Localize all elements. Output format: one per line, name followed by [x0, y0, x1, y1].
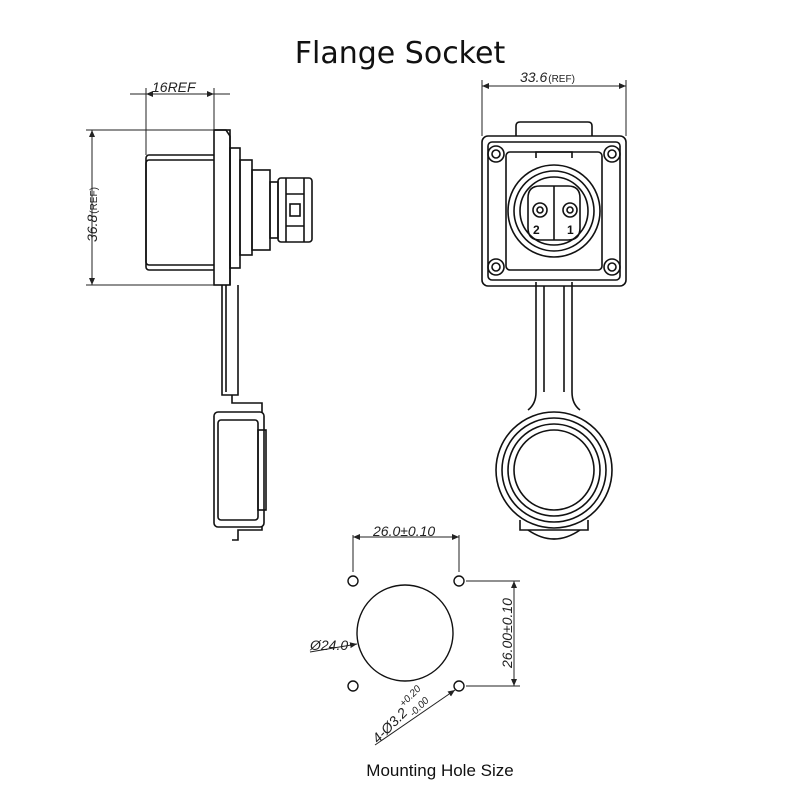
- hole-spacing-h-label: 26.0±0.10: [372, 523, 435, 539]
- mounting-hole-caption: Mounting Hole Size: [366, 761, 514, 780]
- pin-label-1: 1: [567, 223, 574, 237]
- mount-holes-label: 4-Ø3.2 +0.20 -0.00: [369, 683, 432, 746]
- side-view: [145, 129, 313, 541]
- dim-side-height: [86, 129, 214, 286]
- hole-spacing-v-label: 26.00±0.10: [499, 598, 515, 669]
- dim-hole-spacing-v: [466, 580, 520, 687]
- mounting-hole-pattern: [347, 575, 465, 692]
- page-title: Flange Socket: [294, 36, 506, 71]
- dim-mount-holes: [374, 689, 456, 746]
- center-hole-label: Ø24.0: [309, 637, 348, 653]
- dim-side-width: [130, 88, 230, 155]
- dim-hole-spacing-h: [352, 534, 460, 572]
- corner-screws: [487, 145, 621, 276]
- dim-front-width: [481, 80, 627, 136]
- dim-center-hole: [309, 642, 358, 653]
- side-height-label: 36.8(REF): [84, 187, 100, 242]
- side-width-label: 16REF: [152, 79, 197, 95]
- front-width-label: 33.6(REF): [520, 69, 575, 85]
- front-view: [481, 121, 627, 540]
- pin-label-2: 2: [533, 223, 540, 237]
